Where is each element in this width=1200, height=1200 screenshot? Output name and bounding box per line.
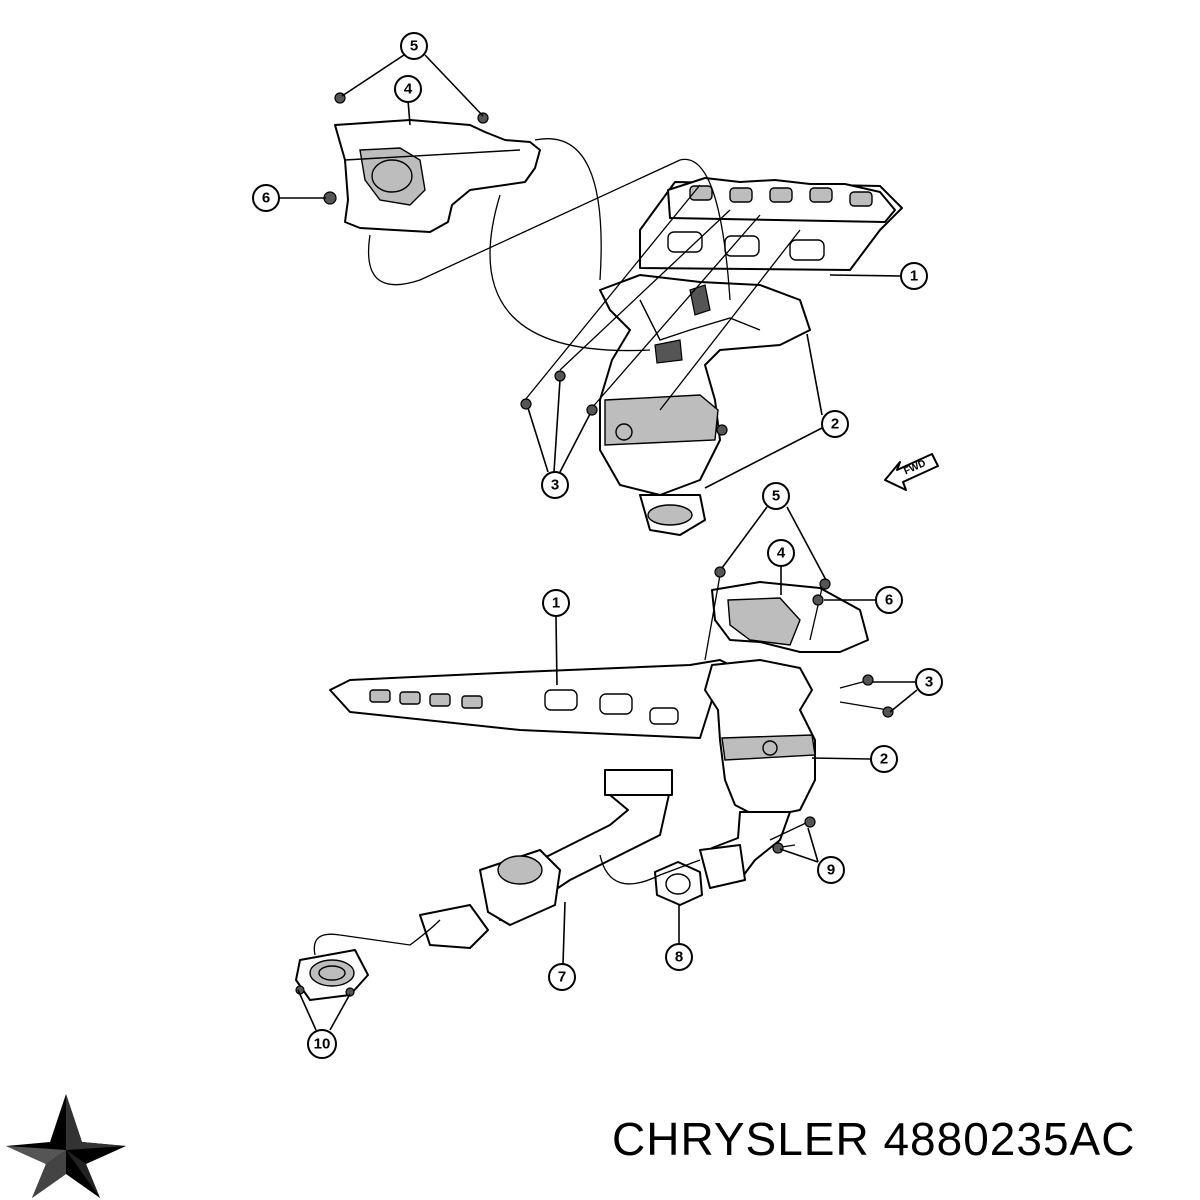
bolts-pipe [295,816,816,997]
callout-10: 10 [307,1029,337,1059]
svg-text:4: 4 [404,81,413,98]
bolt-lines-upper [524,184,801,411]
svg-text:7: 7 [558,969,566,986]
svg-text:5: 5 [772,488,780,505]
callout-1-middle: 1 [542,589,570,617]
leader-lines [279,54,918,1031]
svg-text:6: 6 [885,592,893,609]
guide-line-upper-3 [368,158,731,301]
callout-5-middle: 5 [762,482,790,510]
callout-6-upper: 6 [252,184,280,212]
brand-part-number: CHRYSLER 4880235AC [612,1113,1136,1165]
guide-line-lower-1 [313,919,441,956]
callout-2-middle: 2 [870,745,898,773]
outlet-flange [295,949,369,1001]
callout-5-upper: 5 [400,32,428,60]
crossover-pipe [419,769,673,949]
svg-text:6: 6 [262,190,270,207]
svg-text:3: 3 [551,477,559,494]
manifold-gasket-lower [329,659,741,739]
svg-text:2: 2 [831,416,839,433]
svg-text:9: 9 [827,862,835,879]
callout-7: 7 [548,963,576,991]
svg-text:1: 1 [910,268,918,285]
svg-text:2: 2 [880,751,888,768]
bolt-lines-lower [704,574,889,711]
callout-9: 9 [817,856,845,884]
manifold-gasket-upper [639,177,903,271]
pentastar-logo [6,1094,126,1198]
guide-line-upper-1 [534,138,602,281]
callout-1-upper: 1 [900,262,928,290]
heat-shield-upper [334,119,541,233]
callout-4-middle: 4 [767,539,795,567]
bolts-lower [714,566,894,718]
callout-6-middle: 6 [875,586,903,614]
heat-shield-lower [711,581,869,653]
callout-3-upper: 3 [541,471,569,499]
callout-3-middle: 3 [915,668,943,696]
callout-8: 8 [665,943,693,971]
guide-line-lower-2 [599,854,701,885]
guide-line-upper-2 [489,194,651,352]
svg-text:5: 5 [410,38,418,55]
svg-text:4: 4 [777,545,786,562]
callout-4-upper: 4 [394,75,422,103]
svg-text:10: 10 [314,1036,331,1053]
exhaust-manifold-converter-lower [699,659,816,889]
svg-text:3: 3 [925,674,933,691]
callout-2-upper: 2 [821,410,849,438]
svg-text:1: 1 [552,595,560,612]
forward-arrow: FWD [884,453,939,491]
exhaust-manifold-converter-upper [599,274,811,536]
svg-text:8: 8 [675,949,683,966]
